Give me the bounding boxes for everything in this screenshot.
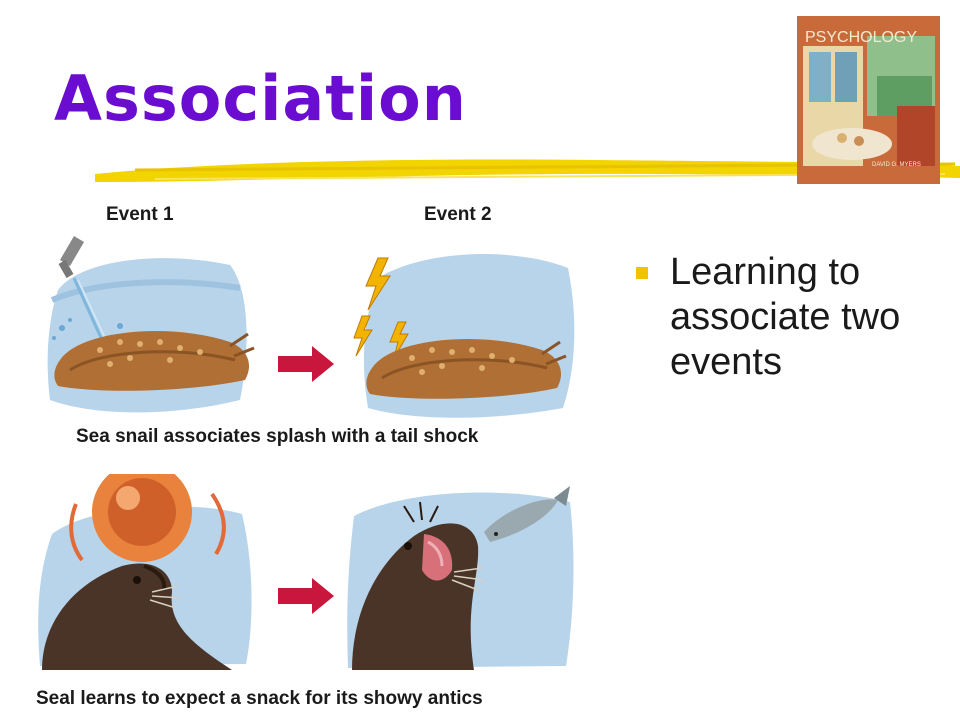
book-cover: PSYCHOLOGY DAVID G. MYERS <box>797 16 940 184</box>
cover-author: DAVID G. MYERS <box>872 162 921 168</box>
bullet-item: Learning to associate two events <box>636 250 946 385</box>
snail-shock-illustration <box>353 254 575 418</box>
event-1-label: Event 1 <box>106 204 174 225</box>
lightning-bolt-icon <box>353 257 409 359</box>
snail-caption: Sea snail associates splash with a tail … <box>76 426 479 447</box>
snail-splash-illustration <box>47 236 255 413</box>
arrow-right-icon <box>278 578 334 614</box>
event-2-label: Event 2 <box>424 204 492 225</box>
arrow-right-icon <box>278 346 334 382</box>
fish-icon <box>484 486 570 542</box>
cover-title: PSYCHOLOGY <box>805 29 917 46</box>
bullet-list: Learning to associate two events <box>636 250 946 385</box>
square-bullet-icon <box>636 267 648 279</box>
bullet-text: Learning to associate two events <box>670 251 901 383</box>
water-faucet-icon <box>58 236 84 278</box>
seal-fish-illustration <box>347 486 574 670</box>
seal-caption: Seal learns to expect a snack for its sh… <box>36 688 483 709</box>
seal-ball-illustration <box>38 474 252 670</box>
ball-icon <box>92 474 192 562</box>
slide-title: Association <box>54 62 467 135</box>
